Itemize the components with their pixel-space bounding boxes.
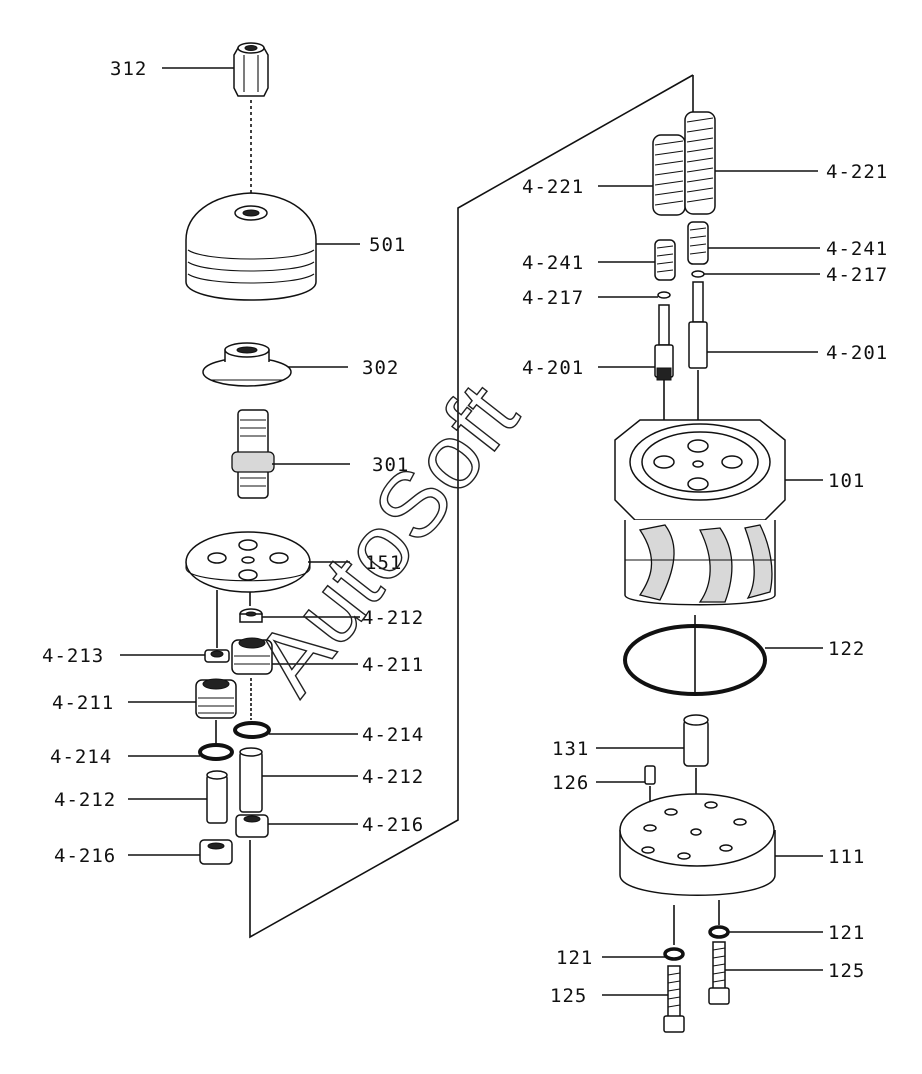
part-4-216-right (235, 814, 269, 838)
part-4-213 (204, 649, 230, 663)
label-4-217-right: 4-217 (826, 264, 888, 286)
part-301-universal-joint (231, 409, 275, 499)
part-4-212-upper (239, 608, 263, 623)
label-4-241-right: 4-241 (826, 238, 888, 260)
part-4-212-shaft-left (206, 770, 228, 824)
part-126-pin (644, 765, 656, 785)
part-4-216-left (199, 839, 233, 865)
label-121-left: 121 (556, 947, 593, 969)
label-302: 302 (362, 357, 399, 379)
part-4-221-spring-right (684, 111, 716, 215)
part-131-pin (683, 714, 709, 767)
label-4-201-right: 4-201 (826, 342, 888, 364)
label-121-right: 121 (828, 922, 865, 944)
label-501: 501 (369, 234, 406, 256)
part-4-201-pusher-left (654, 304, 674, 381)
part-4-214-ring-upper (233, 721, 271, 739)
part-4-241-spring-right (687, 221, 709, 265)
part-125-bolt-left (663, 965, 685, 1033)
label-101: 101 (828, 470, 865, 492)
part-4-217-washer-left (657, 291, 671, 299)
label-126: 126 (552, 772, 589, 794)
part-151-plate (185, 531, 311, 593)
part-125-bolt-right (708, 941, 730, 1005)
label-111: 111 (828, 846, 865, 868)
part-4-211-upper (231, 637, 273, 675)
label-4-212-shaft-left: 4-212 (54, 789, 116, 811)
label-4-212-upper: 4-212 (362, 607, 424, 629)
part-501-boot (185, 192, 317, 301)
part-121-washer-right (708, 925, 730, 939)
part-312-nut (233, 42, 269, 97)
label-301: 301 (372, 454, 409, 476)
label-312: 312 (110, 58, 147, 80)
part-101-body (614, 419, 786, 606)
label-4-221-right: 4-221 (826, 161, 888, 183)
part-4-212-shaft-right (239, 747, 263, 813)
label-4-214-upper: 4-214 (362, 724, 424, 746)
leader-lines (120, 67, 823, 996)
label-151: 151 (365, 552, 402, 574)
part-4-221-spring-left (652, 134, 686, 216)
part-111-base-plate (619, 793, 776, 896)
label-131: 131 (552, 738, 589, 760)
label-4-216-left: 4-216 (54, 845, 116, 867)
label-4-221-left: 4-221 (522, 176, 584, 198)
label-4-211-upper: 4-211 (362, 654, 424, 676)
part-4-241-spring-left (654, 239, 676, 281)
part-4-217-washer-right (691, 270, 705, 278)
part-121-washer-left (663, 947, 685, 961)
label-4-212-shaft-right: 4-212 (362, 766, 424, 788)
part-4-211-lower (195, 678, 237, 719)
label-122: 122 (828, 638, 865, 660)
label-125-left: 125 (550, 985, 587, 1007)
label-4-211-lower: 4-211 (52, 692, 114, 714)
part-4-214-ring-lower (198, 743, 234, 761)
label-4-214-lower: 4-214 (50, 746, 112, 768)
label-125-right: 125 (828, 960, 865, 982)
label-4-241-left: 4-241 (522, 252, 584, 274)
label-4-217-left: 4-217 (522, 287, 584, 309)
label-4-213: 4-213 (42, 645, 104, 667)
assembly-connector-line (249, 74, 694, 939)
label-4-216-right: 4-216 (362, 814, 424, 836)
label-4-201-left: 4-201 (522, 357, 584, 379)
part-4-201-pusher-right (688, 281, 708, 369)
part-302-plate (202, 342, 292, 387)
